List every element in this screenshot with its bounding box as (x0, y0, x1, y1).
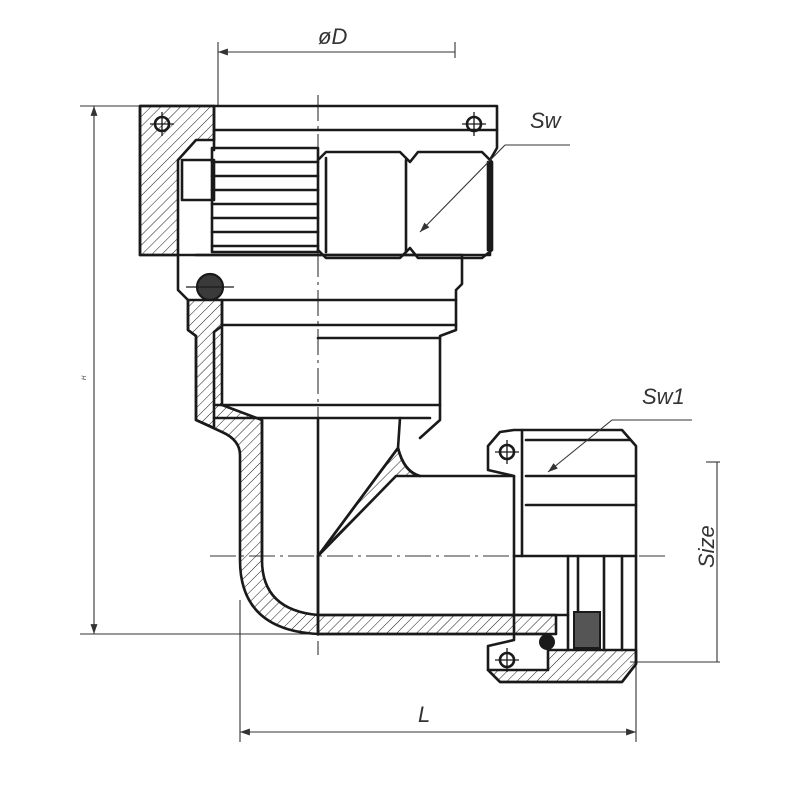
mounting-hole-top-left (150, 112, 174, 136)
elbow-body (176, 253, 570, 636)
height-dimension: H (80, 105, 318, 635)
top-union-nut (138, 104, 499, 260)
wrench-size-callout: Sw (419, 108, 570, 233)
o-ring-side (539, 634, 555, 650)
o-ring-top (186, 272, 234, 302)
side-union-nut (486, 428, 638, 684)
mounting-hole-top-right (462, 112, 486, 136)
wrench-size-secondary-callout: Sw1 (547, 384, 692, 473)
length-label: L (418, 702, 430, 727)
thread-lines (210, 160, 320, 248)
size-label: Size (694, 525, 719, 568)
flat-gasket (573, 611, 601, 649)
mounting-hole-side-bottom (495, 648, 519, 672)
mounting-hole-side-top (495, 440, 519, 464)
length-dimension: L (239, 600, 637, 742)
wrench-size-label: Sw (530, 108, 563, 133)
diameter-label: øD (318, 24, 347, 49)
size-dimension: Size (630, 461, 720, 663)
height-label: H (82, 375, 88, 380)
wrench-size-secondary-label: Sw1 (642, 384, 685, 409)
diameter-dimension: øD (217, 24, 456, 106)
